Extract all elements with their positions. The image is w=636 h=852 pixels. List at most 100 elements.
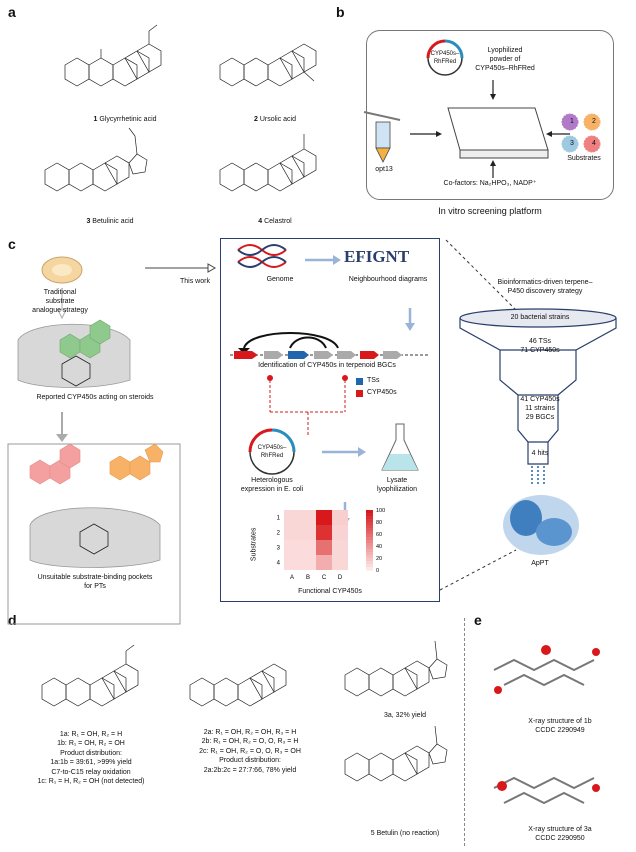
panel-letter-d: d	[8, 612, 17, 628]
colorbar-tick: 20	[376, 556, 382, 562]
heatmap-cell	[332, 510, 348, 525]
heatmap-xtick: B	[306, 575, 310, 581]
unsuitable-pockets-label: Unsuitable substrate-binding pockets for…	[37, 574, 153, 590]
panel-c-center-drawing	[230, 244, 430, 526]
compound-2-label: 2 Ursolic acid	[253, 116, 297, 123]
heatmap-cell	[316, 525, 332, 540]
panel-divider	[464, 618, 465, 846]
screening-platform-box	[366, 30, 614, 200]
xray-1b-caption: X-ray structure of 1b CCDC 2290949	[528, 718, 592, 734]
compound-3a-yield: 3a, 32% yield	[383, 712, 427, 719]
heatmap-cell	[300, 510, 316, 525]
structure-celastrol	[219, 134, 317, 192]
lysate-label: Lysate lyophilization	[376, 477, 418, 493]
c1-line-2: 1b: R₁ = OH, R₂ = OH	[57, 740, 125, 748]
xray-3a-caption: X-ray structure of 3a CCDC 2290950	[528, 826, 592, 842]
colorbar-segment	[366, 534, 373, 538]
panel-b-drawing	[363, 39, 601, 178]
flask-icon	[381, 423, 419, 471]
heatmap-cell	[316, 540, 332, 555]
pt-substrate-2	[109, 443, 164, 481]
colorbar-segment	[366, 549, 373, 553]
funnel-tier-3: 41 CYP450s 11 strains 29 BGCs	[520, 396, 560, 421]
heatmap-ylabel: Substrates	[250, 527, 258, 562]
structure-3a	[344, 640, 448, 697]
compound-4-label: 4 Celastrol	[258, 218, 292, 225]
heatmap-cell	[300, 540, 316, 555]
pt-substrate-1	[29, 443, 81, 485]
heatmap-xtick: A	[290, 575, 294, 581]
this-work-box	[220, 238, 440, 602]
c2-line-2: 2b: R₁ = OH, R₂ = O, O, R₃ = H	[201, 738, 299, 746]
colorbar-segment	[366, 522, 373, 526]
substrate-3-icon	[561, 135, 579, 153]
heatmap-cell	[332, 555, 348, 570]
heatmap-ytick: 4	[277, 561, 281, 567]
colorbar-tick: 60	[376, 532, 382, 538]
protein-structure-icon	[503, 495, 579, 555]
colorbar-segment	[366, 510, 373, 514]
c1-line-6: 1c: R₁ = H, R₂ = OH (not detected)	[37, 778, 145, 786]
c1-line-1: 1a: R₁ = OH, R₂ = H	[59, 731, 123, 738]
colorbar-segment	[366, 543, 373, 547]
colorbar-segment	[366, 513, 373, 517]
colorbar-segment	[366, 552, 373, 556]
panel-a-structures	[44, 24, 317, 192]
neighbourhood-label: Neighbourhood diagrams	[348, 276, 428, 283]
identification-label: Identification of CYP450s in terpenoid B…	[258, 362, 396, 369]
compound-2-products: 2a: R₁ = OH, R₂ = OH, R₃ = H 2b: R₁ = OH…	[175, 728, 325, 775]
colorbar-segment	[366, 537, 373, 541]
heme-icon	[61, 355, 91, 387]
heterologous-label: Heterologous expression in E. coli	[240, 477, 304, 493]
substrate-2-num: 2	[592, 118, 596, 125]
dna-icon	[237, 244, 287, 268]
structure-glycyrrhetinic-acid	[64, 24, 162, 87]
substrate-4-num: 4	[592, 140, 596, 147]
substrate-3-num: 3	[570, 140, 574, 147]
heatmap-cell	[284, 525, 300, 540]
platform-title: In vitro screening platform	[438, 206, 542, 216]
genome-label: Genome	[266, 276, 294, 283]
legend-cyp-label: CYP450s	[367, 389, 397, 396]
colorbar-tick: 0	[376, 568, 379, 574]
colorbar-segment	[366, 525, 373, 529]
protein-label: ApPT	[531, 560, 549, 567]
c2-line-1: 2a: R₁ = OH, R₂ = OH, R₃ = H	[203, 729, 297, 736]
colorbar-segment	[366, 528, 373, 532]
compound-3-label: 3 Betulinic acid	[86, 218, 134, 225]
panel-d-betulin	[344, 725, 448, 782]
heatmap-cell	[300, 555, 316, 570]
unsuitable-box	[7, 443, 181, 625]
substrates-label: Substrates	[567, 155, 601, 162]
colorbar-segment	[366, 564, 373, 568]
c2-line-3: 2c: R₁ = OH, R₂ = O, O, R₃ = OH	[199, 747, 301, 755]
plasmid-label-c: CYP450s– RhFRed	[257, 445, 287, 459]
tube-icon	[363, 111, 401, 163]
compound-1-products: 1a: R₁ = OH, R₂ = H 1b: R₁ = OH, R₂ = OH…	[16, 730, 166, 787]
structure-2-product	[189, 663, 287, 707]
funnel-tier-4: 4 hits	[531, 450, 549, 457]
legend-ts-swatch	[356, 378, 363, 385]
this-work-label: This work	[180, 278, 210, 285]
heatmap-cell	[316, 555, 332, 570]
colorbar-segment	[366, 558, 373, 562]
funnel-tier-1: 20 bacterial strains	[510, 314, 570, 321]
c2-line-5: 2a:2b:2c = 27:7:66, 78% yield	[203, 766, 297, 774]
heatmap-xlabel: Functional CYP450s	[298, 588, 362, 595]
legend-cyp-swatch	[356, 390, 363, 397]
colorbar-segment	[366, 531, 373, 535]
funnel	[459, 308, 617, 465]
xray-structure-1b	[493, 645, 600, 694]
reported-cyp450s-label: Reported CYP450s acting on steroids	[36, 394, 154, 401]
panel-letter-a: a	[8, 4, 16, 20]
heatmap-cell	[284, 510, 300, 525]
structure-betulinic-acid	[44, 127, 148, 192]
heatmap-cell	[332, 540, 348, 555]
heatmap-cell	[332, 525, 348, 540]
heatmap-xtick: C	[322, 575, 327, 581]
substrate-1-icon	[561, 113, 579, 131]
plasmid-label-b: CYP450s– RhFRed	[430, 51, 460, 65]
compound-1-label: 1 Glycyrrhetinic acid	[93, 116, 157, 123]
heatmap-cell	[316, 510, 332, 525]
